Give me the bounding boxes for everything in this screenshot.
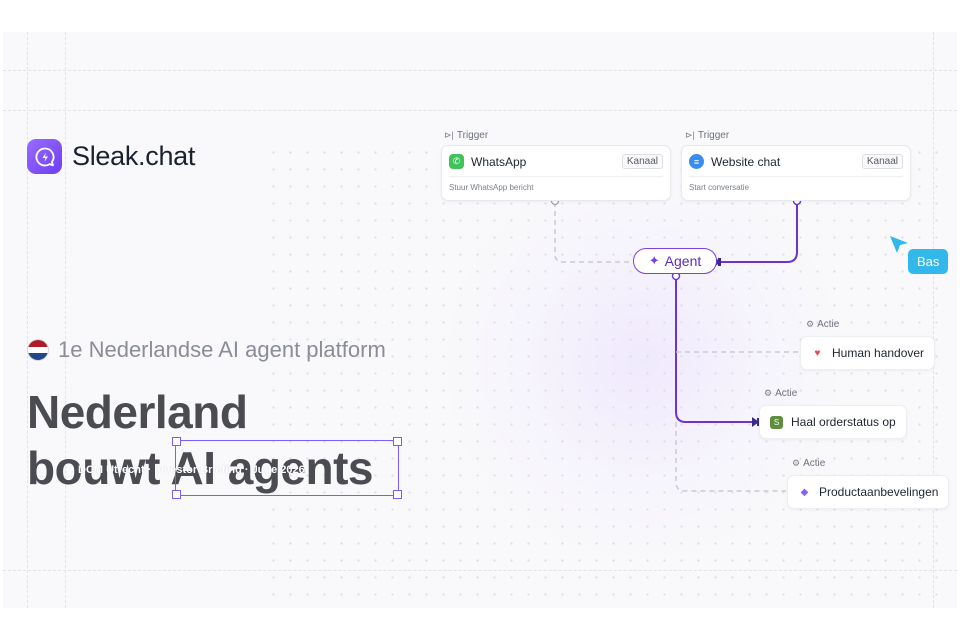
heart-icon: ♥ <box>814 347 821 359</box>
grid-line <box>27 32 28 608</box>
resize-handle[interactable] <box>393 490 402 499</box>
selection-box[interactable] <box>172 437 402 499</box>
action-icon: ⚙ <box>764 388 773 398</box>
headline: Nederland bouwt AI agents <box>27 384 402 499</box>
tagline: 1e Nederlandse AI agent platform <box>27 337 386 363</box>
lightning-chat-icon <box>27 139 62 174</box>
action-card-human-handover[interactable]: ♥ Human handover <box>800 336 936 370</box>
action-title: Human handover <box>832 346 925 360</box>
agent-label: Agent <box>664 253 702 269</box>
headline-highlight[interactable]: AI agents <box>170 442 374 494</box>
agent-node[interactable]: ✦ Agent <box>633 248 717 274</box>
headline-prefix: bouwt <box>27 442 171 494</box>
connector-website-agent <box>717 202 798 263</box>
trigger-card-website-chat[interactable]: ≡ Website chat Kanaal Start conversatie <box>681 145 911 201</box>
action-label: ⚙ Actie <box>792 458 826 469</box>
whatsapp-icon: ✆ <box>449 154 464 169</box>
headline-line-1: Nederland <box>27 386 248 438</box>
brand-name: Sleak.chat <box>72 141 196 171</box>
tag-icon: ◆ <box>800 486 809 498</box>
trigger-subtitle: Start conversatie <box>689 183 750 192</box>
action-title: Haal orderstatus op <box>791 415 896 429</box>
action-card-productaanbevelingen[interactable]: ◆ Productaanbevelingen <box>787 475 950 509</box>
action-icon: ⚙ <box>806 319 815 329</box>
trigger-label: ⊳| Trigger <box>685 130 730 141</box>
grid-line <box>3 110 957 111</box>
resize-handle[interactable] <box>172 437 181 446</box>
dot-grid <box>265 144 945 608</box>
sparkles-icon: ✦ <box>648 253 660 268</box>
trigger-icon: ⊳| <box>444 130 454 140</box>
action-icon: ⚙ <box>792 458 801 468</box>
resize-handle[interactable] <box>393 437 402 446</box>
netherlands-flag-icon <box>27 339 49 361</box>
connector-arrow <box>752 417 759 427</box>
shopify-icon: S <box>770 415 783 429</box>
trigger-title: Website chat <box>711 154 781 169</box>
resize-handle[interactable] <box>172 490 181 499</box>
trigger-title: WhatsApp <box>471 154 527 169</box>
channel-badge: Kanaal <box>861 154 903 169</box>
headline-line-2: bouwt AI agents <box>27 437 402 499</box>
event-overlay-text: DCM Utrecht · Investor Briefing · June 2… <box>78 464 305 476</box>
brand[interactable]: Sleak.chat <box>27 139 195 174</box>
action-title: Productaanbevelingen <box>819 485 939 499</box>
trigger-label: ⊳| Trigger <box>444 130 489 141</box>
collaborator-cursor-label: Bas <box>908 249 949 274</box>
cursor-arrow-icon <box>890 236 908 253</box>
action-card-orderstatus[interactable]: S Haal orderstatus op <box>759 405 907 439</box>
globe-icon: ≡ <box>689 154 704 169</box>
connector-agent-orderstatus <box>675 280 758 423</box>
channel-badge: Kanaal <box>621 154 663 169</box>
trigger-subtitle: Stuur WhatsApp bericht <box>449 183 534 192</box>
action-label: ⚙ Actie <box>764 388 798 399</box>
trigger-card-whatsapp[interactable]: ✆ WhatsApp Kanaal Stuur WhatsApp bericht <box>441 145 671 201</box>
connector-agent-recommendations <box>675 422 786 492</box>
tagline-text: 1e Nederlandse AI agent platform <box>58 337 386 362</box>
hero-canvas <box>3 32 957 608</box>
trigger-icon: ⊳| <box>685 130 695 140</box>
grid-line <box>3 70 957 71</box>
grid-line <box>65 32 66 608</box>
action-label: ⚙ Actie <box>806 319 840 330</box>
connector-whatsapp-agent <box>554 202 633 263</box>
